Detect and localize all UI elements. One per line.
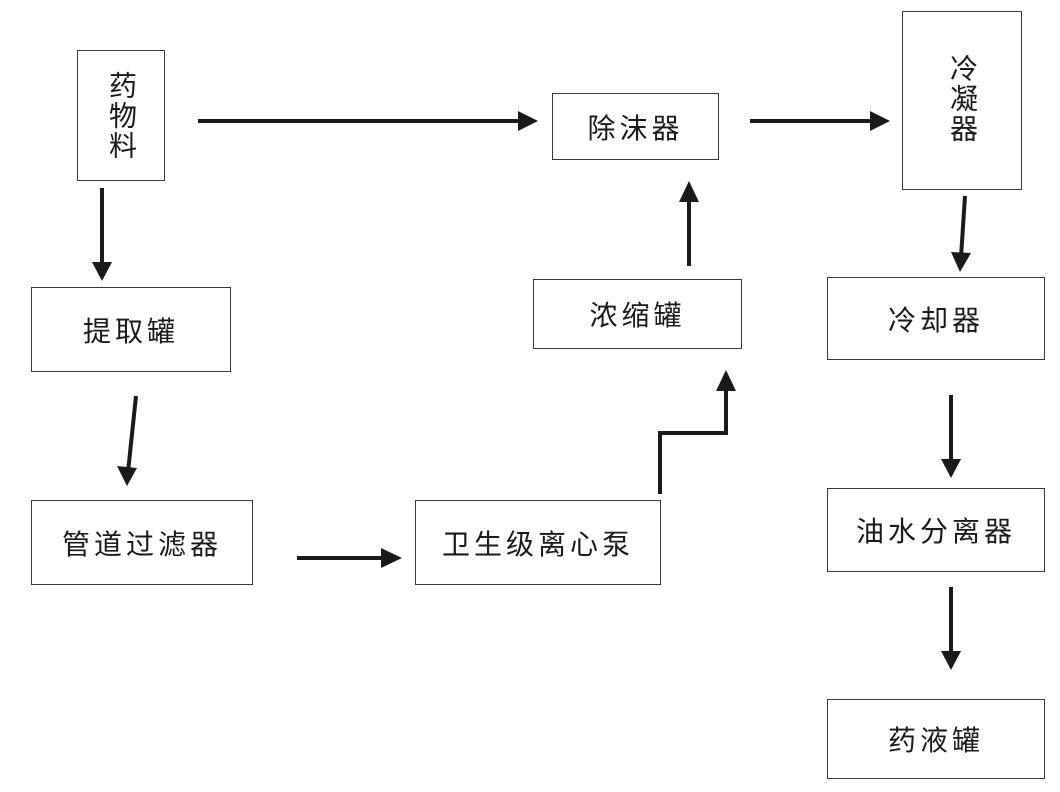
node-label: 除沫器 bbox=[587, 111, 684, 145]
arrowhead bbox=[941, 651, 961, 670]
node-label: 管道过滤器 bbox=[61, 527, 222, 561]
edge-arrow-condenser-to-cooler bbox=[959, 195, 967, 258]
arrowhead bbox=[518, 111, 538, 131]
node-label: 浓缩罐 bbox=[589, 299, 686, 332]
arrowhead bbox=[716, 370, 736, 391]
edge-arrow-pump-to-concentration bbox=[658, 385, 728, 494]
node-defoamer: 除沫器 bbox=[552, 93, 719, 160]
node-label: 药物料 bbox=[105, 70, 138, 161]
arrowhead bbox=[117, 466, 137, 486]
arrowhead bbox=[951, 252, 971, 272]
node-label: 冷却器 bbox=[887, 303, 984, 337]
node-extraction-tank: 提取罐 bbox=[31, 287, 231, 372]
node-label: 卫生级离心泵 bbox=[441, 527, 634, 561]
arrowhead bbox=[92, 262, 112, 281]
arrowhead bbox=[870, 111, 890, 131]
node-pipeline-filter: 管道过滤器 bbox=[31, 500, 253, 585]
node-raw-material: 药物料 bbox=[77, 50, 165, 181]
node-label: 冷凝器 bbox=[946, 54, 979, 144]
node-label: 油水分离器 bbox=[855, 515, 1016, 548]
node-sanitary-pump: 卫生级离心泵 bbox=[415, 500, 661, 585]
edge-arrow-extraction-to-filter bbox=[126, 395, 138, 473]
node-oil-water-separator: 油水分离器 bbox=[827, 488, 1045, 572]
node-liquid-tank: 药液罐 bbox=[827, 699, 1045, 779]
arrowhead bbox=[381, 548, 402, 568]
arrowhead bbox=[679, 181, 699, 202]
arrowhead bbox=[941, 459, 961, 478]
node-cooler: 冷却器 bbox=[827, 277, 1045, 360]
node-label: 提取罐 bbox=[82, 314, 179, 348]
node-label: 药液罐 bbox=[887, 724, 984, 757]
node-concentration-tank: 浓缩罐 bbox=[533, 279, 742, 349]
node-condenser: 冷凝器 bbox=[902, 11, 1022, 190]
